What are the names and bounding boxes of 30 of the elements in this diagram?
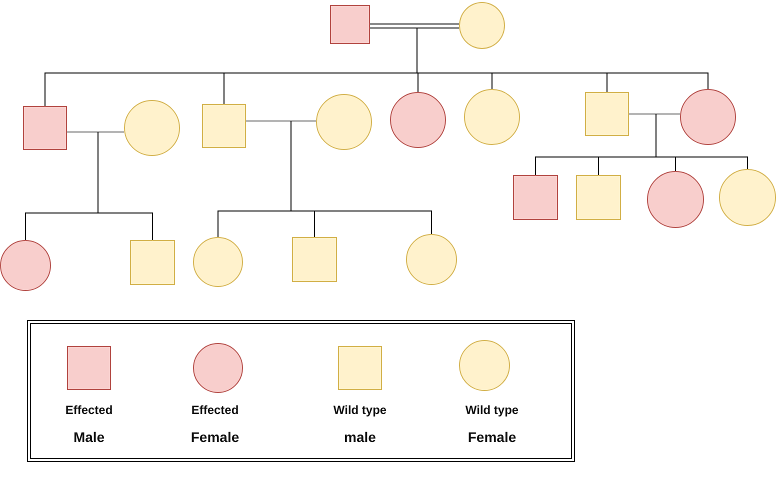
descent-line — [290, 120, 432, 234]
affected-male-square — [330, 5, 370, 44]
descent-line — [98, 132, 153, 240]
legend-sex-label: Female — [190, 429, 240, 445]
unaffected-female-circle — [193, 237, 243, 287]
unaffected-female-circle — [406, 234, 457, 285]
legend-sex-label: Female — [468, 429, 516, 445]
legend-sex-label: Male — [73, 429, 105, 445]
legend-status-label: Wild type — [465, 403, 519, 417]
unaffected-male-square — [202, 104, 246, 148]
unaffected-male-square — [576, 175, 621, 220]
unaffected-female-circle — [459, 340, 510, 391]
legend-status-label: Wild type — [333, 403, 387, 417]
unaffected-female-circle — [459, 2, 505, 49]
affected-female-circle — [0, 240, 51, 291]
marriage-line — [369, 23, 460, 29]
affected-male-square — [513, 175, 558, 220]
legend-status-label: Effected — [65, 403, 113, 417]
affected-male-square — [23, 106, 67, 150]
legend-sex-label: male — [344, 429, 376, 445]
unaffected-male-square — [130, 240, 175, 285]
affected-male-square — [67, 346, 111, 390]
affected-female-circle — [193, 343, 243, 393]
descent-line — [656, 114, 748, 170]
marriage-line — [246, 120, 316, 122]
descent-line — [416, 28, 708, 90]
legend-status-label: Effected — [191, 403, 239, 417]
unaffected-male-square — [292, 237, 337, 282]
unaffected-male-square — [338, 346, 382, 390]
unaffected-male-square — [585, 92, 629, 136]
